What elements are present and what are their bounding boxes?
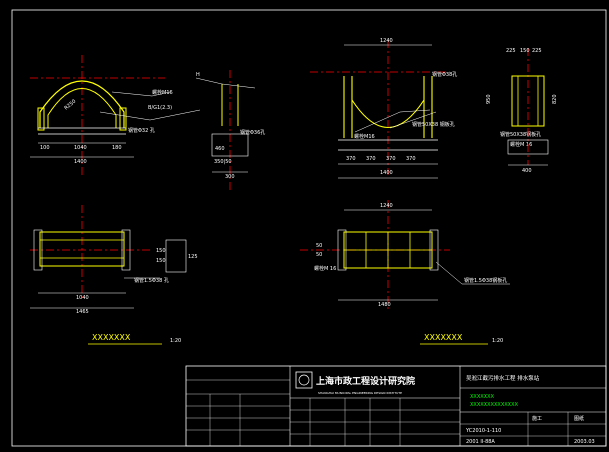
dim-1400: 1400 xyxy=(74,159,87,165)
right-scale: 1:20 xyxy=(492,338,503,344)
dim-180: 180 xyxy=(112,145,122,151)
rt-pipe-b: 钢管50X38 钢板孔 xyxy=(412,121,455,128)
rs-dim-950: 950 xyxy=(486,94,492,104)
left-bottom-view: 1040 1465 钢管1.5Φ38 孔 xyxy=(30,205,169,315)
drawing-name-1: XXXXXXX xyxy=(470,394,495,400)
left-view-title: XXXXXXX 1:20 xyxy=(88,333,181,345)
rb-bolt: 螺栓M 16 xyxy=(314,265,336,272)
sheet-number: 2001 II-88A xyxy=(466,439,495,445)
rt-bolt2: 螺栓M 16 xyxy=(510,141,532,148)
right-view-title: XXXXXXX 1:20 xyxy=(420,333,503,345)
right-top-view: 1240 370 370 370 370 1400 钢管Φ38孔 螺栓M16 钢… xyxy=(310,38,541,179)
institute-name: 上海市政工程设计研究院 xyxy=(316,375,415,387)
h-label: H xyxy=(196,72,200,78)
side-dim-350: 350|50 xyxy=(214,159,232,165)
institute-logo xyxy=(295,371,313,389)
rs-150: 150 xyxy=(520,48,530,54)
side-dim-460: 460 xyxy=(215,146,225,152)
rt-seg-4: 370 xyxy=(406,156,416,162)
left-scale: 1:20 xyxy=(170,338,181,344)
radius-label: R250 xyxy=(63,99,77,112)
stage: 施工 xyxy=(532,415,542,422)
rs-225a: 225 xyxy=(506,48,516,54)
left-side-view: 钢管Φ36孔 460 350|50 300 xyxy=(195,70,265,190)
ref-label: B/G1(2.3) xyxy=(148,105,172,111)
rs-dim-820: 820 xyxy=(552,94,558,104)
title-block: 上海市政工程设计研究院 SHANGHAI MUNICIPAL ENGINEERI… xyxy=(185,365,607,447)
bolt-label-left: 螺栓M16 xyxy=(152,89,173,96)
rs-dim-400: 400 xyxy=(522,168,532,174)
pipe-side-label: 钢管Φ36孔 xyxy=(240,129,265,136)
institute-name-en: SHANGHAI MUNICIPAL ENGINEERING DESIGN IN… xyxy=(318,391,402,395)
bs-150a: 150 xyxy=(156,248,166,254)
right-side-view: 225 150 225 950 820 400 xyxy=(486,48,558,174)
rt-pipe-c: 钢管50X38钢板孔 xyxy=(500,131,541,138)
rt-seg-2: 370 xyxy=(366,156,376,162)
side-dim-300: 300 xyxy=(225,174,235,180)
drawing-name-2: XXXXXXXXXXXXXX xyxy=(470,402,519,408)
drawing-number: YC2010-1-110 xyxy=(465,428,501,434)
rb-50a: 50 xyxy=(316,243,322,249)
rb-50b: 50 xyxy=(316,252,322,258)
rt-bolt: 螺栓M16 xyxy=(354,133,375,140)
rt-seg-1: 370 xyxy=(346,156,356,162)
rt-dim-1400: 1400 xyxy=(380,170,393,176)
sign-label: 图纸 xyxy=(574,415,584,422)
left-top-view: R250 100 180 1040 1400 螺栓M16 B/G1(2.3) 钢… xyxy=(30,55,201,175)
right-title: XXXXXXX xyxy=(424,333,463,342)
rb-pipe: 钢管1.5Φ38钢板孔 xyxy=(464,277,507,284)
date: 2003.03 xyxy=(574,439,595,445)
bottom-dim-1040: 1040 xyxy=(76,295,89,301)
dim-100: 100 xyxy=(40,145,50,151)
rs-225b: 225 xyxy=(532,48,542,54)
rb-dim-1480: 1480 xyxy=(378,302,391,308)
bottom-dim-1465: 1465 xyxy=(76,309,89,315)
bottom-pipe-label: 钢管1.5Φ38 孔 xyxy=(134,277,169,284)
rb-dim-1240: 1240 xyxy=(380,203,393,209)
pipe-top-label: 钢管Φ32 孔 xyxy=(128,127,155,134)
rt-seg-3: 370 xyxy=(386,156,396,162)
project-name: 吴淞江截污排水工程 排水泵站 xyxy=(466,374,540,382)
left-bottom-side: 150 150 125 xyxy=(156,239,198,273)
bs-150b: 150 xyxy=(156,258,166,264)
right-bottom-view: 1240 1480 50 50 螺栓M 16 钢管1.5Φ38钢板孔 xyxy=(300,200,510,310)
rt-dim-1240: 1240 xyxy=(380,38,393,44)
rt-pipe-a: 钢管Φ38孔 xyxy=(432,71,457,78)
left-title: XXXXXXX xyxy=(92,333,131,342)
bs-125: 125 xyxy=(188,254,198,260)
dim-1040: 1040 xyxy=(74,145,87,151)
